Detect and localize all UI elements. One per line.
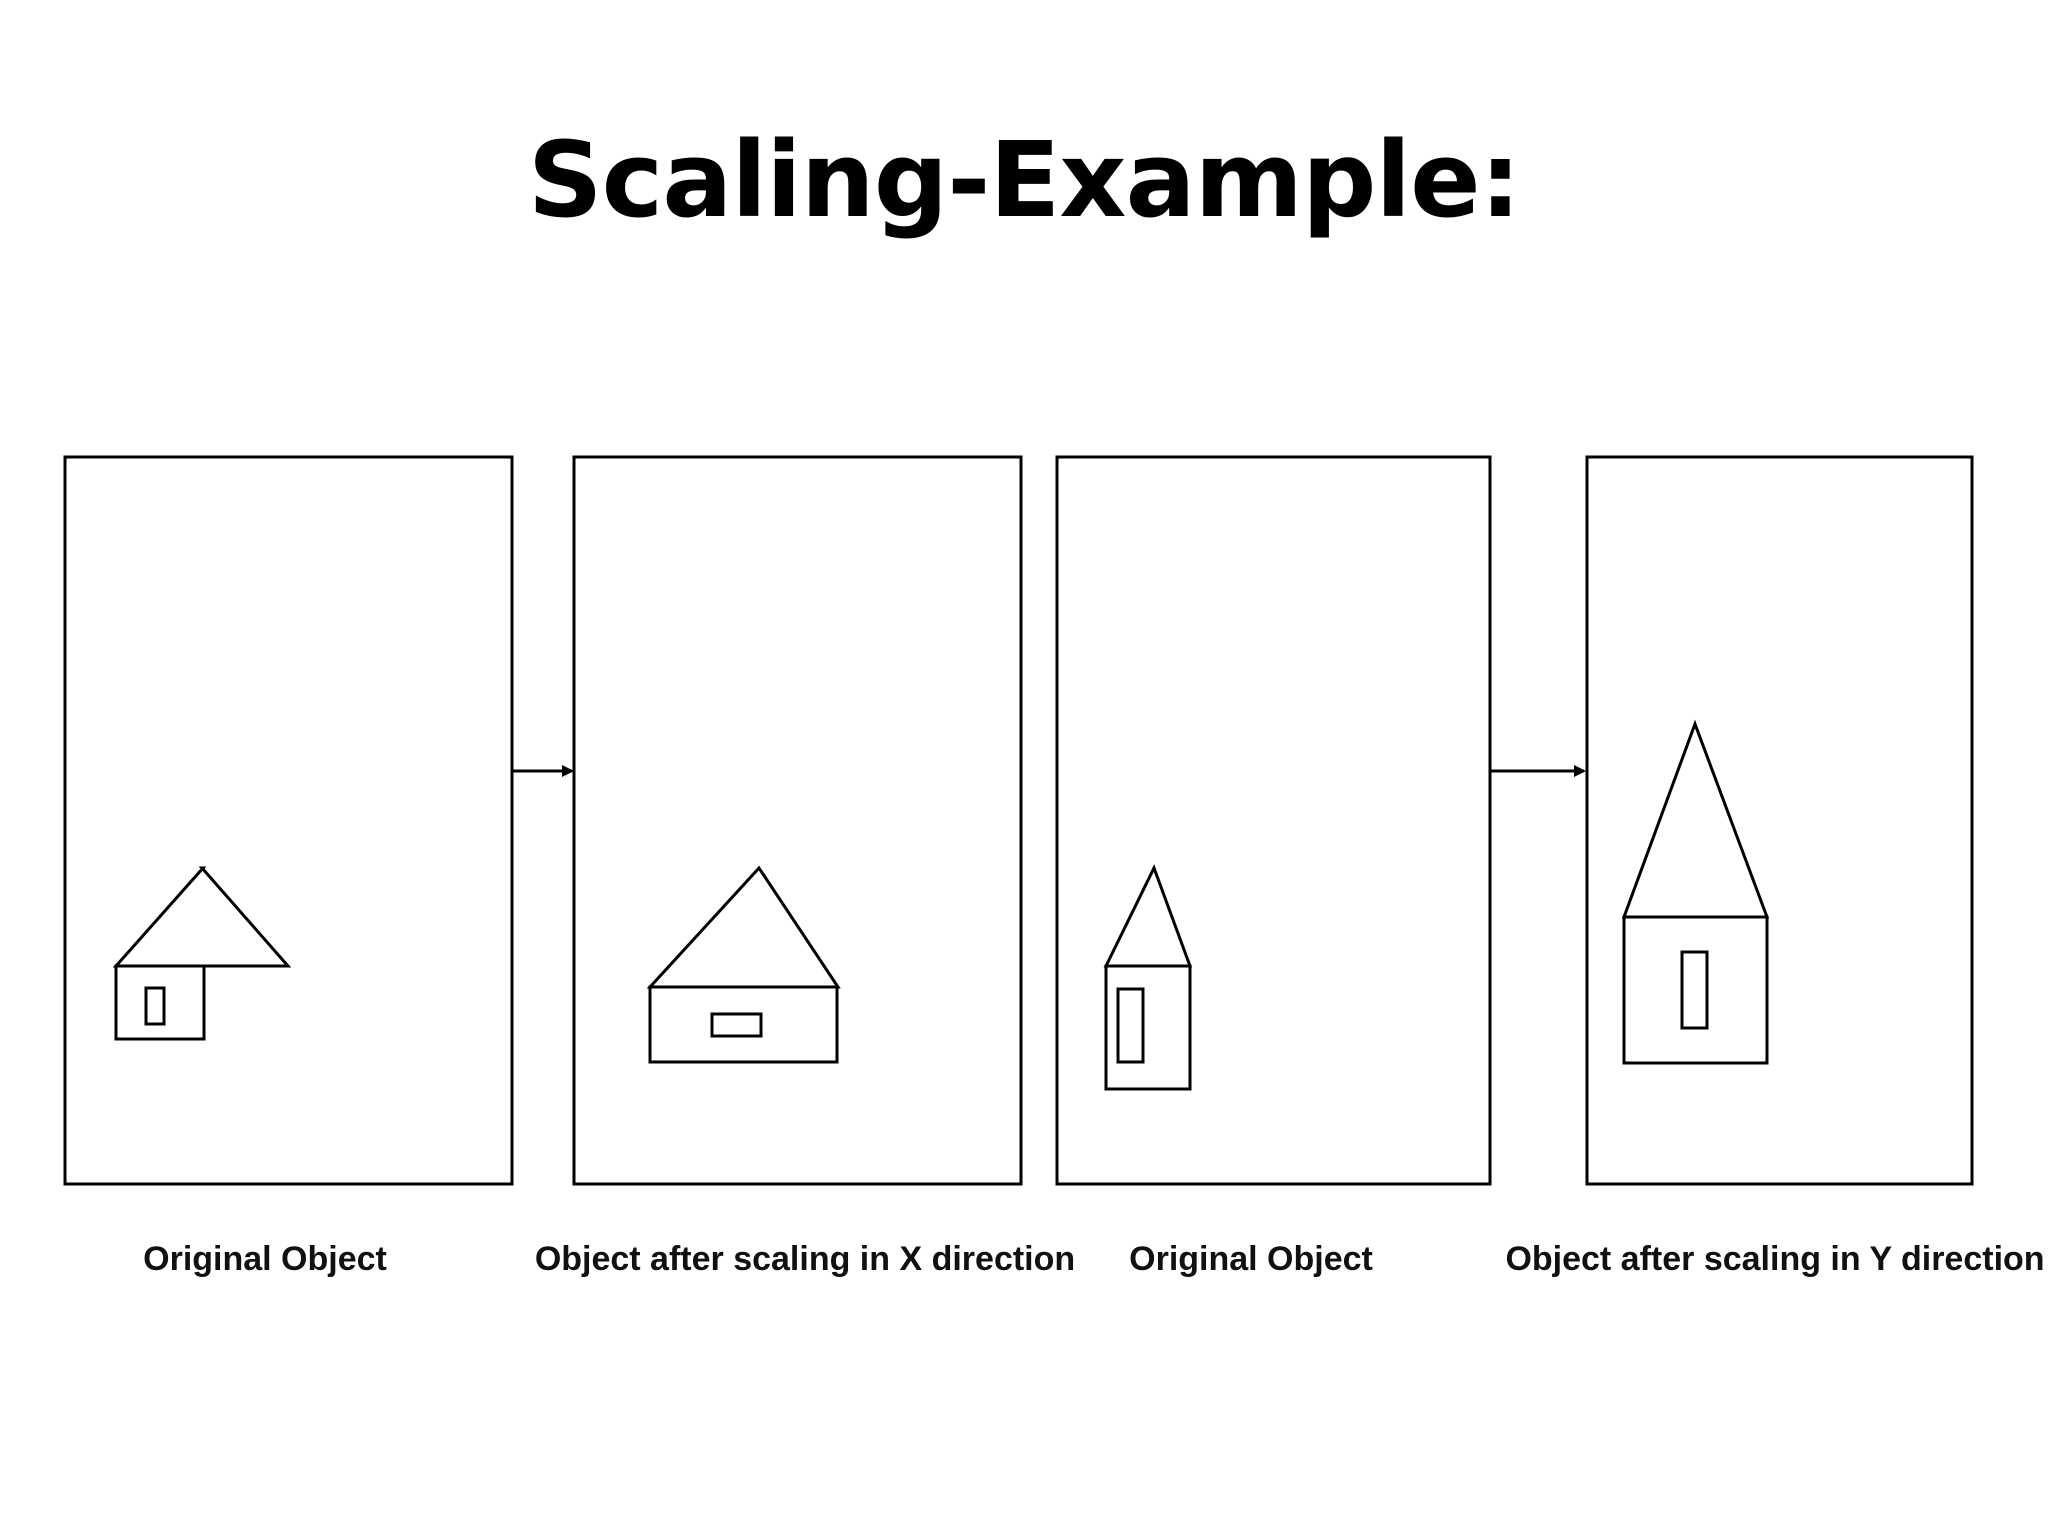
house-door: [1680, 950, 1709, 1030]
panel-frame: [63, 455, 514, 1186]
panel-frame: [1055, 455, 1492, 1186]
house-roof: [646, 865, 841, 989]
house-door: [144, 986, 166, 1026]
panel-caption: Object after scaling in X direction: [535, 1240, 1075, 1278]
house-body: [648, 985, 839, 1064]
panel-frame: [572, 455, 1023, 1186]
house-body: [1104, 964, 1192, 1091]
house-body: [1622, 915, 1769, 1065]
house-body: [114, 964, 206, 1041]
panel-frame: [1585, 455, 1974, 1186]
house-door: [1116, 987, 1145, 1064]
house-roof: [1103, 864, 1193, 968]
house-original-2: [1103, 864, 1193, 1091]
house-scaled-y: [1621, 719, 1770, 1065]
panel-scaled-y: [1585, 455, 1974, 1186]
panel-original-x: [63, 455, 514, 1186]
panel-scaled-x: [572, 455, 1023, 1186]
house-scaled-x: [646, 865, 841, 1064]
house-roof: [112, 866, 292, 968]
house-door: [710, 1012, 763, 1038]
panel-caption: Object after scaling in Y direction: [1505, 1240, 2044, 1278]
slide-title: Scaling-Example:: [527, 119, 1522, 241]
panel-caption: Original Object: [1129, 1240, 1373, 1278]
panel-caption: Original Object: [143, 1240, 387, 1278]
house-roof: [1621, 719, 1770, 919]
house-original: [112, 866, 292, 1041]
panel-original-y: [1055, 455, 1492, 1186]
